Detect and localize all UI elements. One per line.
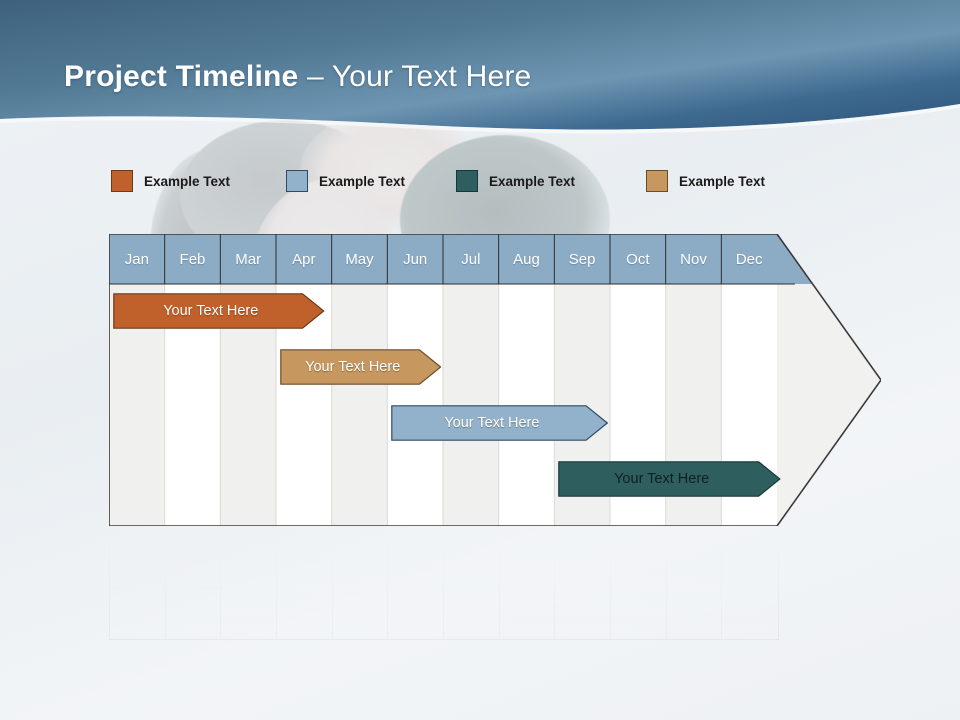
month-column-band bbox=[498, 284, 555, 526]
bar-shape bbox=[391, 405, 609, 441]
slide-header: Project Timeline – Your Text Here bbox=[0, 0, 960, 136]
timeline-bar[interactable]: Your Text Here bbox=[391, 405, 609, 441]
legend-item[interactable]: Example Text bbox=[646, 168, 765, 194]
month-header-sep[interactable]: Sep bbox=[568, 250, 596, 268]
page-title-light: – Your Text Here bbox=[298, 60, 532, 93]
reflection-gridline bbox=[276, 528, 277, 638]
timeline-bar[interactable]: Your Text Here bbox=[280, 349, 442, 385]
month-header-oct[interactable]: Oct bbox=[626, 250, 650, 268]
timeline-bar-label: Your Text Here bbox=[163, 303, 259, 319]
month-header-jul[interactable]: Jul bbox=[461, 250, 481, 268]
legend-item[interactable]: Example Text bbox=[111, 168, 230, 194]
month-column-band bbox=[387, 284, 443, 526]
timeline-bar[interactable]: Your Text Here bbox=[558, 461, 781, 497]
legend-item-label: Example Text bbox=[679, 173, 766, 189]
month-header-feb[interactable]: Feb bbox=[179, 250, 206, 268]
reflection-gridline bbox=[220, 528, 222, 638]
reflection-gridline bbox=[554, 528, 556, 638]
reflection-gridline bbox=[387, 528, 389, 638]
reflection-panel bbox=[109, 528, 779, 640]
reflection-gridline bbox=[498, 528, 500, 638]
month-header-may[interactable]: May bbox=[345, 250, 374, 268]
timeline-bar-label: Your Text Here bbox=[614, 471, 710, 487]
header-wave-shape bbox=[0, 0, 960, 134]
chart-reflection bbox=[109, 528, 881, 648]
month-column-band bbox=[443, 284, 499, 526]
timeline-bar-label: Your Text Here bbox=[444, 415, 540, 431]
arrow-outline bbox=[109, 234, 881, 526]
month-header-mar[interactable]: Mar bbox=[235, 250, 262, 268]
reflection-gridline bbox=[164, 528, 166, 638]
page-title: Project Timeline – Your Text Here bbox=[64, 60, 531, 94]
chart-legend: Example Text Example Text Example Text Exam… bbox=[0, 168, 960, 198]
month-header-dec[interactable]: Dec bbox=[735, 250, 763, 268]
legend-color-swatch bbox=[111, 170, 133, 192]
bar-shape bbox=[280, 349, 442, 385]
legend-item-label: Example Text bbox=[489, 173, 576, 189]
timeline-bar[interactable]: Your Text Here bbox=[113, 293, 325, 329]
reflection-gridline bbox=[610, 528, 611, 638]
reflection-gridline bbox=[443, 528, 444, 638]
month-header-strip bbox=[109, 234, 881, 284]
reflection-gridline bbox=[665, 528, 667, 638]
page-title-strong: Project Timeline bbox=[64, 60, 299, 93]
legend-item[interactable]: Example Text bbox=[456, 168, 575, 194]
reflection-gridline bbox=[721, 528, 723, 638]
month-header-aug[interactable]: Aug bbox=[513, 250, 540, 268]
legend-item-label: Example Text bbox=[144, 173, 231, 189]
legend-item-label: Example Text bbox=[319, 173, 406, 189]
month-header-jan[interactable]: Jan bbox=[124, 250, 149, 268]
month-column-band bbox=[331, 284, 388, 526]
timeline-bar-label: Your Text Here bbox=[305, 359, 401, 375]
legend-item[interactable]: Example Text bbox=[286, 168, 405, 194]
bar-shape bbox=[558, 461, 781, 497]
legend-color-swatch bbox=[456, 170, 478, 192]
legend-color-swatch bbox=[646, 170, 668, 192]
reflection-gridline bbox=[331, 528, 333, 638]
bar-shape bbox=[113, 293, 325, 329]
month-header-jun[interactable]: Jun bbox=[403, 250, 428, 268]
month-header-nov[interactable]: Nov bbox=[680, 250, 707, 268]
month-header-apr[interactable]: Apr bbox=[292, 250, 316, 268]
legend-color-swatch bbox=[286, 170, 308, 192]
